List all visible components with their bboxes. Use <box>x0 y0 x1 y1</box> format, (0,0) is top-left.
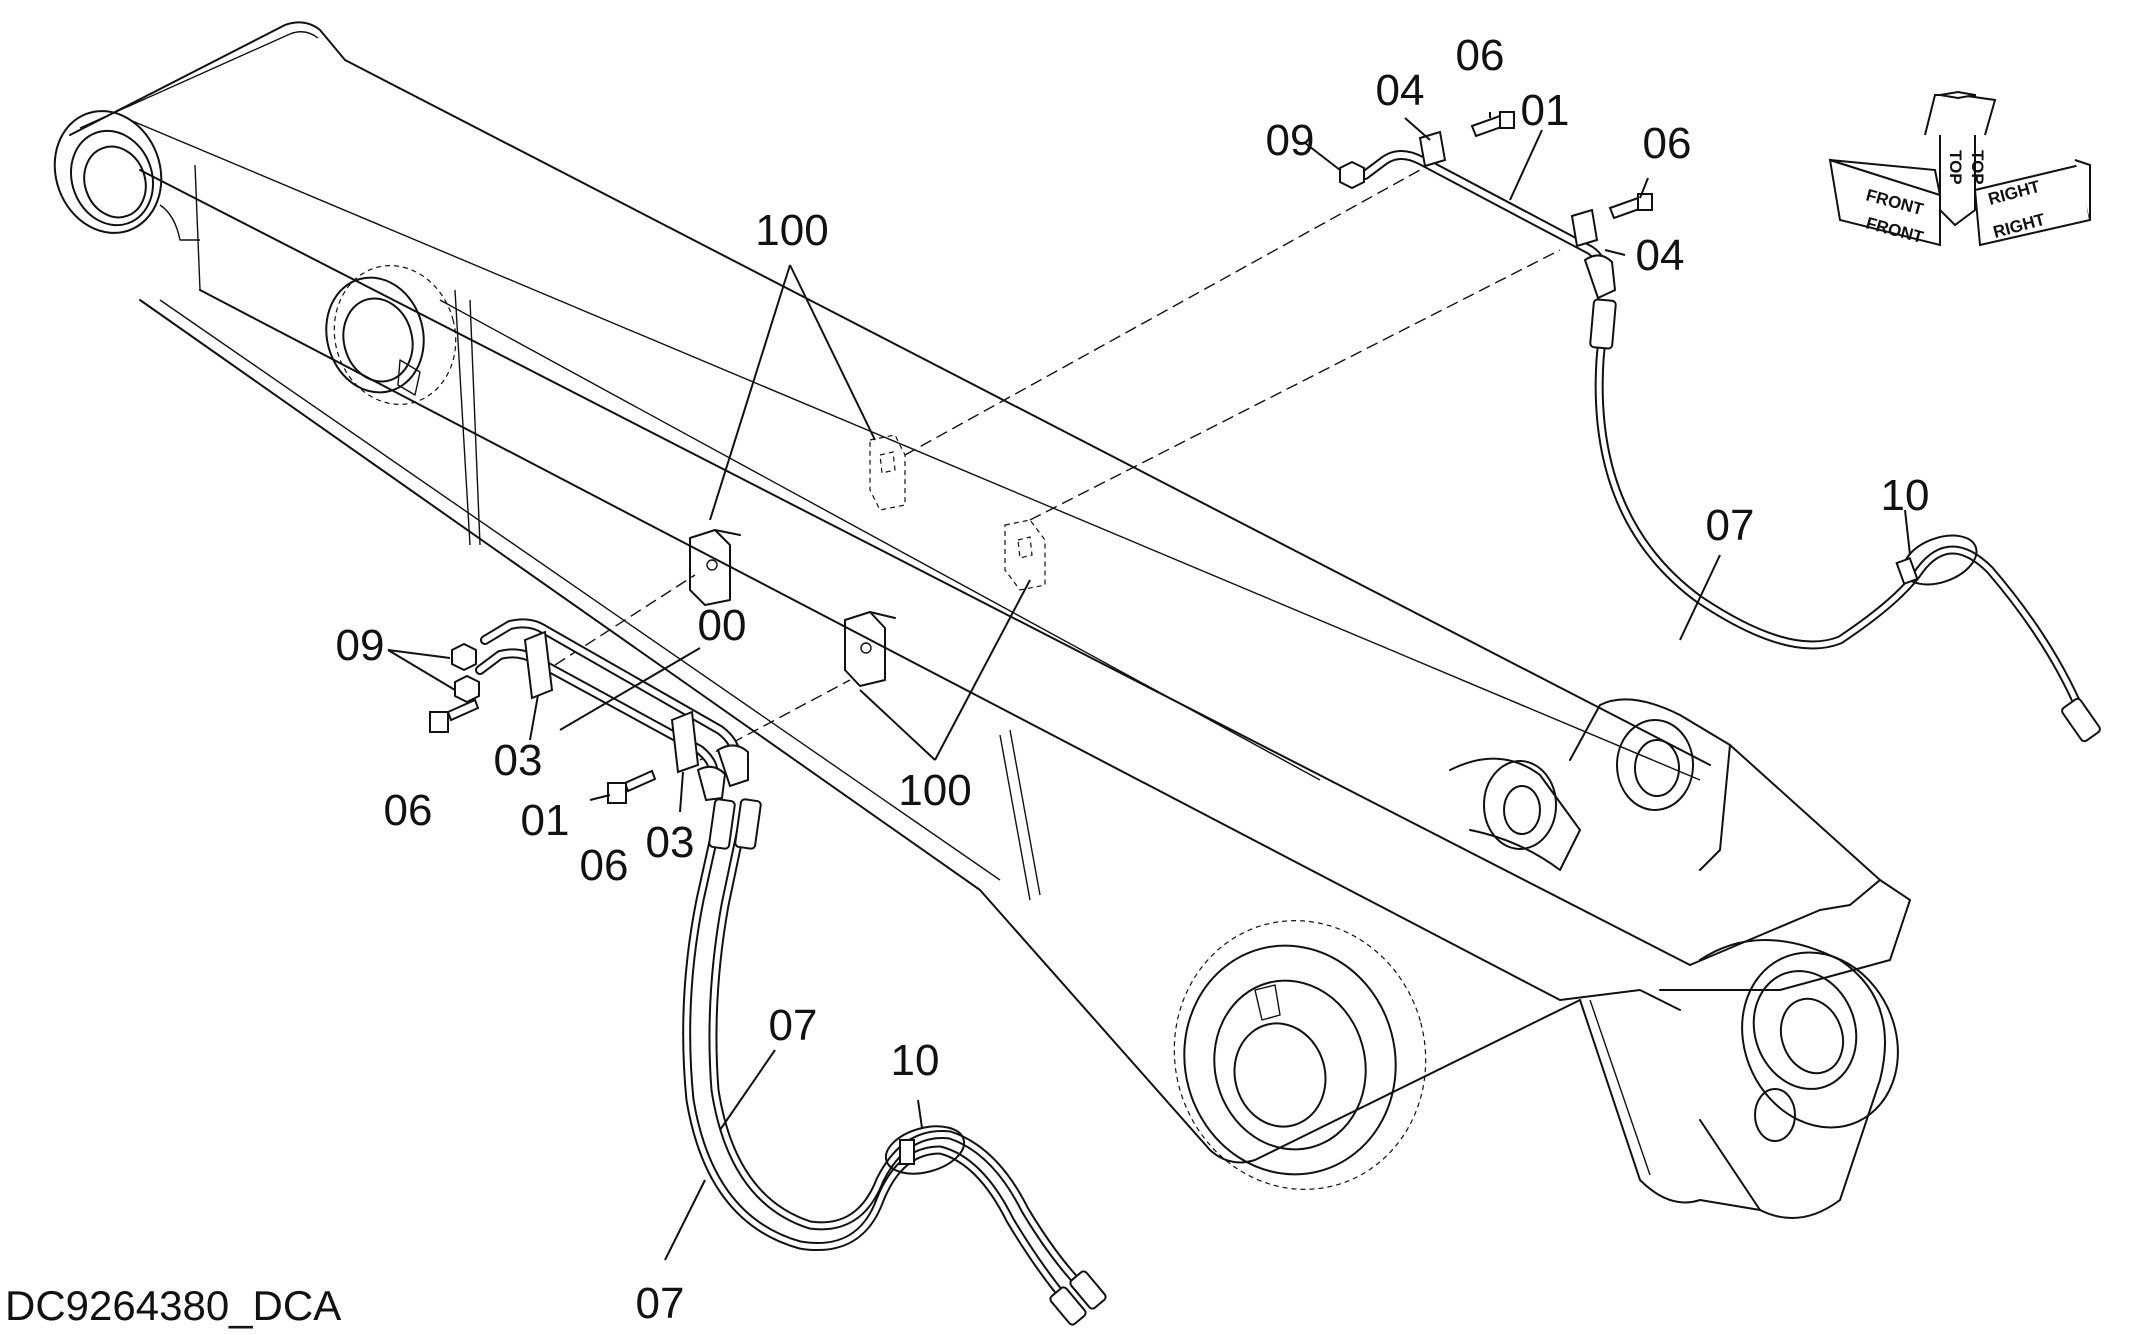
callout-hose-right: 07 <box>1706 501 1755 550</box>
nut-top <box>1339 160 1365 190</box>
callout-clamp-left-a: 03 <box>494 736 543 785</box>
top-label-a: TOP <box>1946 150 1965 185</box>
callout-band-left: 10 <box>891 1036 940 1085</box>
callout-pipe-left: 01 <box>521 796 570 845</box>
assembly-lines <box>554 169 1561 761</box>
bolt-left-b <box>623 769 657 793</box>
callout-hose-left-a: 07 <box>769 1001 818 1050</box>
orientation-indicator: FRONT FRONT TOP TOP RIGHT RIGHT <box>1828 90 2092 247</box>
nut-left-a <box>451 642 477 672</box>
hose-right <box>1589 298 2101 743</box>
bolt-left-a-head <box>429 711 449 733</box>
bracket-lower-b <box>844 611 896 687</box>
bolt-top-a-head <box>1499 111 1515 129</box>
bolt-left-b-head <box>607 782 627 804</box>
clamp-top-b <box>1570 208 1599 248</box>
top-pipe-assembly <box>1339 111 1653 300</box>
callout-labels: 100 100 01 04 04 06 06 09 07 10 00 09 03… <box>336 31 1930 1328</box>
left-pipe-assembly <box>429 618 749 804</box>
callout-nut-left: 09 <box>336 621 385 670</box>
bolt-top-b-head <box>1637 193 1653 211</box>
brackets <box>689 434 1046 687</box>
clamp-left-a <box>523 630 554 700</box>
callout-bolt-left-a: 06 <box>384 786 433 835</box>
callout-nut-top: 09 <box>1266 116 1315 165</box>
callout-bolt-top-b: 06 <box>1643 119 1692 168</box>
callout-band-right: 10 <box>1881 471 1930 520</box>
callout-bracket-upper: 100 <box>755 206 828 255</box>
callout-bolt-left-b: 06 <box>580 841 629 890</box>
callout-pipe-top: 01 <box>1521 86 1570 135</box>
hoses-left <box>682 798 1107 1326</box>
top-arrow-head <box>1924 94 1997 136</box>
clamp-top-a <box>1418 130 1447 168</box>
drawing-number: DC9264380_DCA <box>5 1282 341 1329</box>
callout-item-00: 00 <box>698 601 747 650</box>
bracket-upper-a <box>869 434 906 511</box>
band-left <box>884 1125 966 1175</box>
elbow-top <box>1583 254 1617 300</box>
callout-clamp-left-b: 03 <box>646 818 695 867</box>
top-label-b: TOP <box>1968 150 1987 185</box>
boom-body <box>53 21 1911 1219</box>
callout-hose-left-b: 07 <box>636 1279 685 1328</box>
bracket-upper-b <box>1004 519 1046 591</box>
leader-lines <box>387 112 1911 1261</box>
callout-bolt-top-a: 06 <box>1456 31 1505 80</box>
nut-left-b <box>454 674 480 704</box>
clamp-left-b <box>670 710 700 774</box>
callout-clamp-top-b: 04 <box>1636 231 1685 280</box>
bolt-left-a <box>446 698 480 722</box>
bracket-lower-a <box>689 529 741 606</box>
callout-clamp-top-a: 04 <box>1376 66 1425 115</box>
callout-bracket-lower: 100 <box>898 766 971 815</box>
